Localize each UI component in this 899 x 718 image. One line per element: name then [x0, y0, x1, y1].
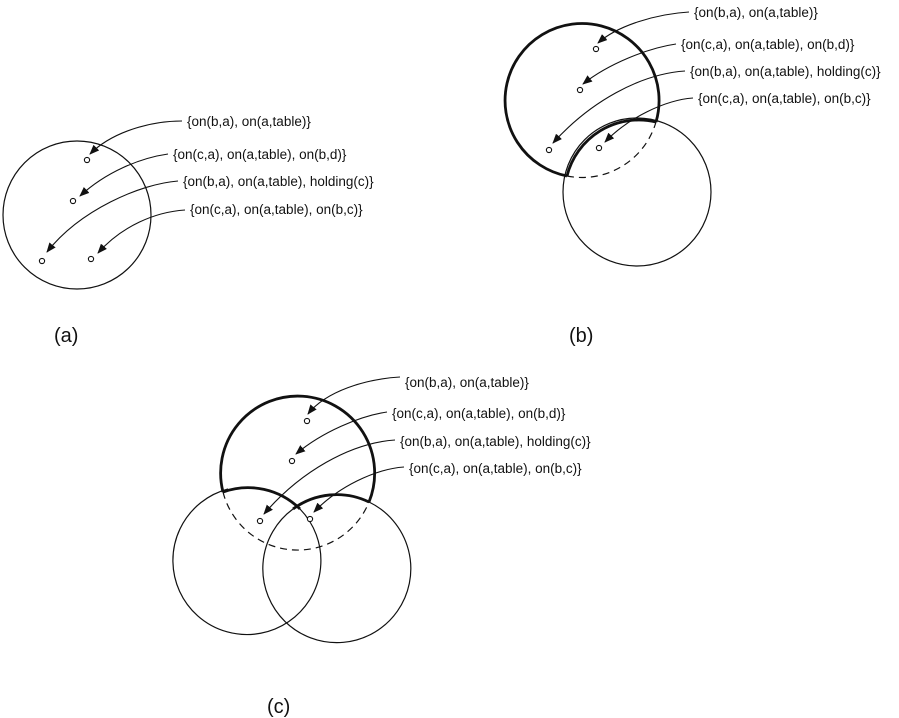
panel-caption: (c): [267, 696, 290, 718]
region-boundary: [565, 118, 657, 177]
arrow: [307, 376, 401, 415]
arrow: [313, 466, 405, 513]
region-boundary: [222, 486, 301, 510]
arrow: [597, 11, 690, 44]
state-label: {on(b,a), on(a,table), holding(c)}: [690, 64, 881, 79]
state-label: {on(c,a), on(a,table), on(b,c)}: [190, 202, 363, 217]
state-region-circle: [172, 488, 322, 636]
state-label: {on(c,a), on(a,table), on(b,c)}: [698, 91, 871, 106]
arrow: [263, 439, 396, 515]
panel-b: {on(b,a), on(a,table)} {on(c,a), on(a,ta…: [503, 5, 881, 347]
state-point: [83, 156, 91, 164]
state-label: {on(c,a), on(a,table), on(b,d)}: [681, 37, 855, 52]
region-boundary: [292, 493, 370, 511]
panel-a: {on(b,a), on(a,table)} {on(c,a), on(a,ta…: [2, 114, 374, 347]
state-label: {on(c,a), on(a,table), on(b,d)}: [392, 406, 566, 421]
panel-caption: (b): [569, 325, 593, 347]
state-label: {on(c,a), on(a,table), on(b,d)}: [173, 147, 347, 162]
panel-caption: (a): [54, 325, 78, 347]
panel-c: {on(b,a), on(a,table)} {on(c,a), on(a,ta…: [172, 375, 591, 718]
hidden-boundary: [566, 121, 657, 179]
arrow: [582, 43, 677, 85]
arrow: [604, 97, 694, 143]
state-point: [256, 517, 264, 525]
state-point: [38, 257, 46, 265]
arrow: [79, 153, 169, 197]
state-point: [576, 86, 584, 94]
state-point: [288, 457, 296, 465]
region-boundary: [503, 22, 661, 178]
state-point: [87, 255, 95, 263]
state-label: {on(b,a), on(a,table), holding(c)}: [183, 174, 374, 189]
state-label: {on(c,a), on(a,table), on(b,c)}: [409, 461, 582, 476]
state-point: [306, 515, 314, 523]
arrow: [295, 411, 388, 455]
hidden-boundary: [222, 491, 370, 551]
state-point: [303, 417, 311, 425]
state-region-circle: [562, 117, 712, 267]
state-label: {on(b,a), on(a,table)}: [694, 5, 818, 20]
arrow: [97, 209, 186, 254]
state-region-circle: [2, 140, 152, 290]
state-region-circle: [262, 501, 412, 644]
arrow: [46, 180, 179, 253]
state-point: [595, 144, 603, 152]
state-point: [545, 146, 553, 154]
arrow: [552, 70, 686, 144]
arrow: [89, 120, 183, 155]
state-point: [69, 197, 77, 205]
state-label: {on(b,a), on(a,table)}: [405, 375, 529, 390]
region-boundary: [219, 394, 377, 503]
state-label: {on(b,a), on(a,table)}: [187, 114, 311, 129]
state-point: [592, 45, 600, 53]
state-label: {on(b,a), on(a,table), holding(c)}: [400, 434, 591, 449]
